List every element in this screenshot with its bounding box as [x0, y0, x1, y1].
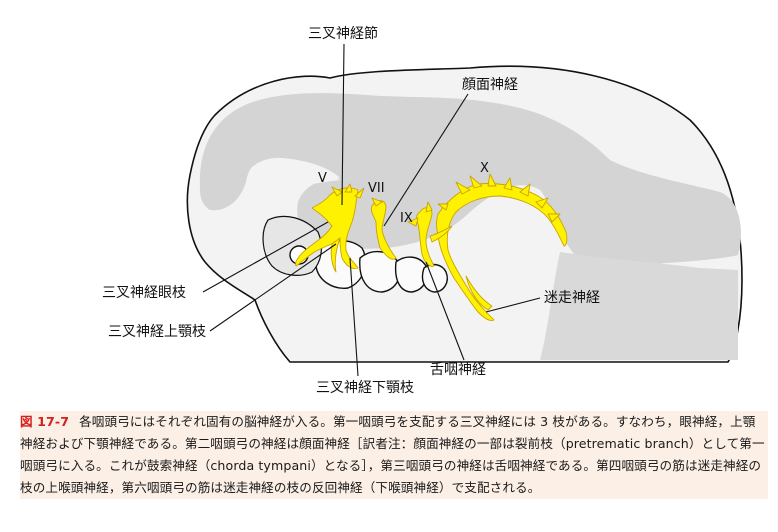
spinal-region	[540, 252, 738, 360]
nerves	[295, 173, 568, 321]
caption-text: 各咽頭弓にはそれぞれ固有の脳神経が入る。第一咽頭弓を支配する三叉神経には 3 枝…	[20, 414, 765, 495]
label-vagus-nerve: 迷走神経	[544, 290, 600, 306]
label-maxillary-branch: 三叉神経上顎枝	[108, 324, 206, 340]
leader-lines	[202, 43, 541, 377]
optic-region	[247, 158, 340, 195]
label-trigeminal-ganglion: 三叉神経節	[308, 25, 378, 42]
label-mandibular-branch: 三叉神経下顎枝	[316, 380, 414, 396]
vagus-nerve	[436, 183, 568, 321]
pharyngeal-arches	[315, 240, 448, 293]
label-roman-vii: VII	[368, 181, 385, 196]
glossopharyngeal-nerve	[416, 207, 435, 267]
facial-nerve	[371, 200, 397, 260]
label-facial-nerve: 顔面神経	[462, 77, 518, 93]
label-roman-x: X	[480, 161, 489, 176]
label-glossopharyngeal-nerve: 舌咽神経	[430, 362, 486, 378]
label-roman-ix: IX	[400, 211, 413, 226]
figure-number: 図 17-7	[20, 414, 70, 429]
embryo-cranial-nerves-diagram: V VII IX X 三叉神経節 顔面神経 三叉神経眼枝 三叉神経上顎枝 三叉神…	[102, 25, 743, 396]
label-ophthalmic-branch: 三叉神経眼枝	[102, 285, 186, 301]
label-roman-v: V	[318, 171, 327, 186]
